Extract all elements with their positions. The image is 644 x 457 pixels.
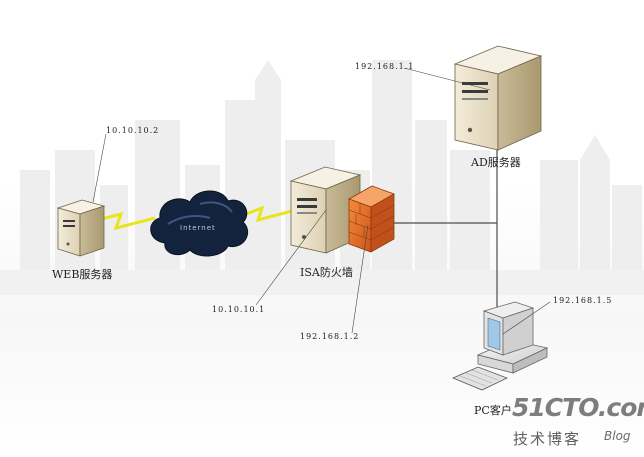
ad-server-ip: 192.168.1.1 xyxy=(355,62,414,71)
web-server-icon xyxy=(58,200,104,256)
firewall-icon xyxy=(349,186,394,252)
pc-client-label: PC客户 xyxy=(474,402,512,418)
ad-server-icon xyxy=(455,46,541,150)
ad-server-label: AD服务器 xyxy=(471,154,521,170)
watermark-site: 51CTO.com xyxy=(512,393,644,422)
isa-internal-ip: 192.168.1.2 xyxy=(300,332,359,341)
pc-client-icon xyxy=(453,302,547,390)
pc-client-ip: 192.168.1.5 xyxy=(553,296,612,305)
web-server-label: WEB服务器 xyxy=(52,266,112,282)
isa-firewall-label: ISA防火墙 xyxy=(300,264,353,280)
watermark-subtitle: 技术博客 xyxy=(513,428,581,449)
watermark-blog: Blog xyxy=(604,429,631,443)
isa-external-ip: 10.10.10.1 xyxy=(212,305,265,314)
web-server-ip: 10.10.10.2 xyxy=(106,126,159,135)
cloud-label: Internet xyxy=(180,224,216,232)
